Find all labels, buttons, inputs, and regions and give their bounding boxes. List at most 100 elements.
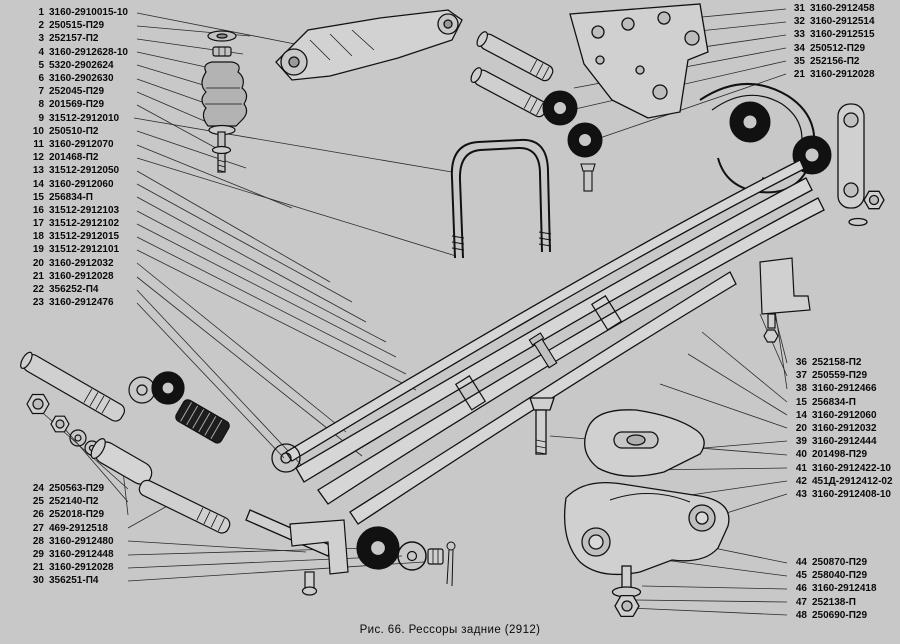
part-code: 3160-2912628-10 xyxy=(49,46,128,58)
part-number: 38 xyxy=(795,383,807,395)
part-label-row: 45 258040-П29 xyxy=(791,569,877,582)
part-label-row: 9 31512-2912010 xyxy=(24,112,128,125)
part-code: 3160-2912422-10 xyxy=(812,462,891,474)
part-label-row: 4 3160-2912628-10 xyxy=(24,46,128,59)
part-label-row: 13 31512-2912050 xyxy=(24,164,128,177)
part-number: 40 xyxy=(795,449,807,461)
part-label-row: 26 252018-П29 xyxy=(24,508,114,521)
part-code: 31512-2912010 xyxy=(49,112,120,124)
part-code: 250559-П29 xyxy=(812,370,868,382)
part-number: 23 xyxy=(32,297,44,309)
part-code: 469-2912518 xyxy=(49,522,108,534)
part-label-row: 16 31512-2912103 xyxy=(24,204,128,217)
part-label-row: 20 3160-2912032 xyxy=(24,257,128,270)
part-code: 356252-П4 xyxy=(49,284,99,296)
part-label-row: 8 201569-П29 xyxy=(24,98,128,111)
part-number: 25 xyxy=(32,496,44,508)
figure-caption: Рис. 66. Рессоры задние (2912) xyxy=(359,624,541,636)
part-label-row: 21 3160-2912028 xyxy=(24,270,128,283)
part-code: 250510-П2 xyxy=(49,125,99,137)
part-code: 31512-2912102 xyxy=(49,218,120,230)
part-label-row: 21 3160-2912028 xyxy=(789,68,875,81)
part-number: 42 xyxy=(795,475,807,487)
part-code: 252157-П2 xyxy=(49,33,99,45)
part-number: 17 xyxy=(32,218,44,230)
part-label-row: 39 3160-2912444 xyxy=(791,435,893,448)
part-label-row: 22 356252-П4 xyxy=(24,283,128,296)
part-label-row: 19 31512-2912101 xyxy=(24,243,128,256)
part-label-row: 1 3160-2910015-10 xyxy=(24,6,128,19)
part-number: 39 xyxy=(795,436,807,448)
part-number: 34 xyxy=(793,42,805,54)
part-label-row: 34 250512-П29 xyxy=(789,42,875,55)
part-number: 47 xyxy=(795,596,807,608)
part-label-row: 44 250870-П29 xyxy=(791,556,877,569)
part-number: 21 xyxy=(32,562,44,574)
part-label-row: 25 252140-П2 xyxy=(24,495,114,508)
part-code: 252156-П2 xyxy=(810,55,860,67)
part-label-row: 43 3160-2912408-10 xyxy=(791,488,893,501)
part-code: 250512-П29 xyxy=(810,42,866,54)
part-number: 36 xyxy=(795,357,807,369)
part-code: 252158-П2 xyxy=(812,357,862,369)
part-number: 35 xyxy=(793,55,805,67)
part-code: 3160-2912514 xyxy=(810,16,875,28)
part-number: 9 xyxy=(38,112,44,124)
u-bolt xyxy=(450,138,552,259)
part-number: 33 xyxy=(793,29,805,41)
part-code: 3160-2912444 xyxy=(812,436,877,448)
part-label-row: 31 3160-2912458 xyxy=(789,2,875,15)
part-number: 19 xyxy=(32,244,44,256)
part-label-row: 3 252157-П2 xyxy=(24,32,128,45)
part-number: 5 xyxy=(38,59,44,71)
part-number: 44 xyxy=(795,557,807,569)
part-code: 31512-2912101 xyxy=(49,244,120,256)
part-code: 252018-П29 xyxy=(49,509,105,521)
spring-seat-assembly xyxy=(529,397,730,618)
part-code: 252140-П2 xyxy=(49,496,99,508)
part-number: 16 xyxy=(32,204,44,216)
part-label-row: 42 451Д-2912412-02 xyxy=(791,475,893,488)
part-label-row: 24 250563-П29 xyxy=(24,482,114,495)
part-number: 12 xyxy=(32,152,44,164)
part-number: 15 xyxy=(32,191,44,203)
part-code: 31512-2912103 xyxy=(49,204,120,216)
part-number: 8 xyxy=(38,99,44,111)
part-label-row: 20 3160-2912032 xyxy=(791,422,893,435)
part-label-row: 47 252138-П xyxy=(791,596,877,609)
part-code: 250515-П29 xyxy=(49,20,105,32)
part-label-row: 10 250510-П2 xyxy=(24,125,128,138)
part-label-row: 18 31512-2912015 xyxy=(24,230,128,243)
part-number: 24 xyxy=(32,483,44,495)
part-code: 3160-2912418 xyxy=(812,583,877,595)
part-number: 2 xyxy=(38,20,44,32)
part-code: 3160-2912060 xyxy=(812,409,877,421)
labels-left-top: 1 3160-2910015-10 2 250515-П29 3 252157-… xyxy=(24,6,128,309)
part-code: 3160-2912028 xyxy=(810,69,875,81)
part-number: 20 xyxy=(32,257,44,269)
part-code: 5320-2902624 xyxy=(49,59,114,71)
part-label-row: 11 3160-2912070 xyxy=(24,138,128,151)
labels-right-bottom: 44 250870-П29 45 258040-П29 46 3160-2912… xyxy=(791,556,877,622)
part-code: 3160-2912028 xyxy=(49,270,114,282)
part-code: 3160-2912060 xyxy=(49,178,114,190)
part-code: 250690-П29 xyxy=(812,609,868,621)
part-code: 3160-2912466 xyxy=(812,383,877,395)
part-number: 1 xyxy=(38,7,44,19)
part-number: 37 xyxy=(795,370,807,382)
part-label-row: 38 3160-2912466 xyxy=(791,382,893,395)
part-label-row: 14 3160-2912060 xyxy=(24,177,128,190)
part-code: 252045-П29 xyxy=(49,86,105,98)
part-number: 21 xyxy=(32,270,44,282)
part-code: 356251-П4 xyxy=(49,575,99,587)
part-number: 29 xyxy=(32,549,44,561)
part-label-row: 40 201498-П29 xyxy=(791,448,893,461)
part-number: 48 xyxy=(795,609,807,621)
spring-clips xyxy=(454,295,623,411)
part-label-row: 14 3160-2912060 xyxy=(791,409,893,422)
part-label-row: 2 250515-П29 xyxy=(24,19,128,32)
spring-center-bolt xyxy=(528,332,558,369)
part-code: 256834-П xyxy=(812,396,856,408)
shackle-plate xyxy=(837,103,885,227)
